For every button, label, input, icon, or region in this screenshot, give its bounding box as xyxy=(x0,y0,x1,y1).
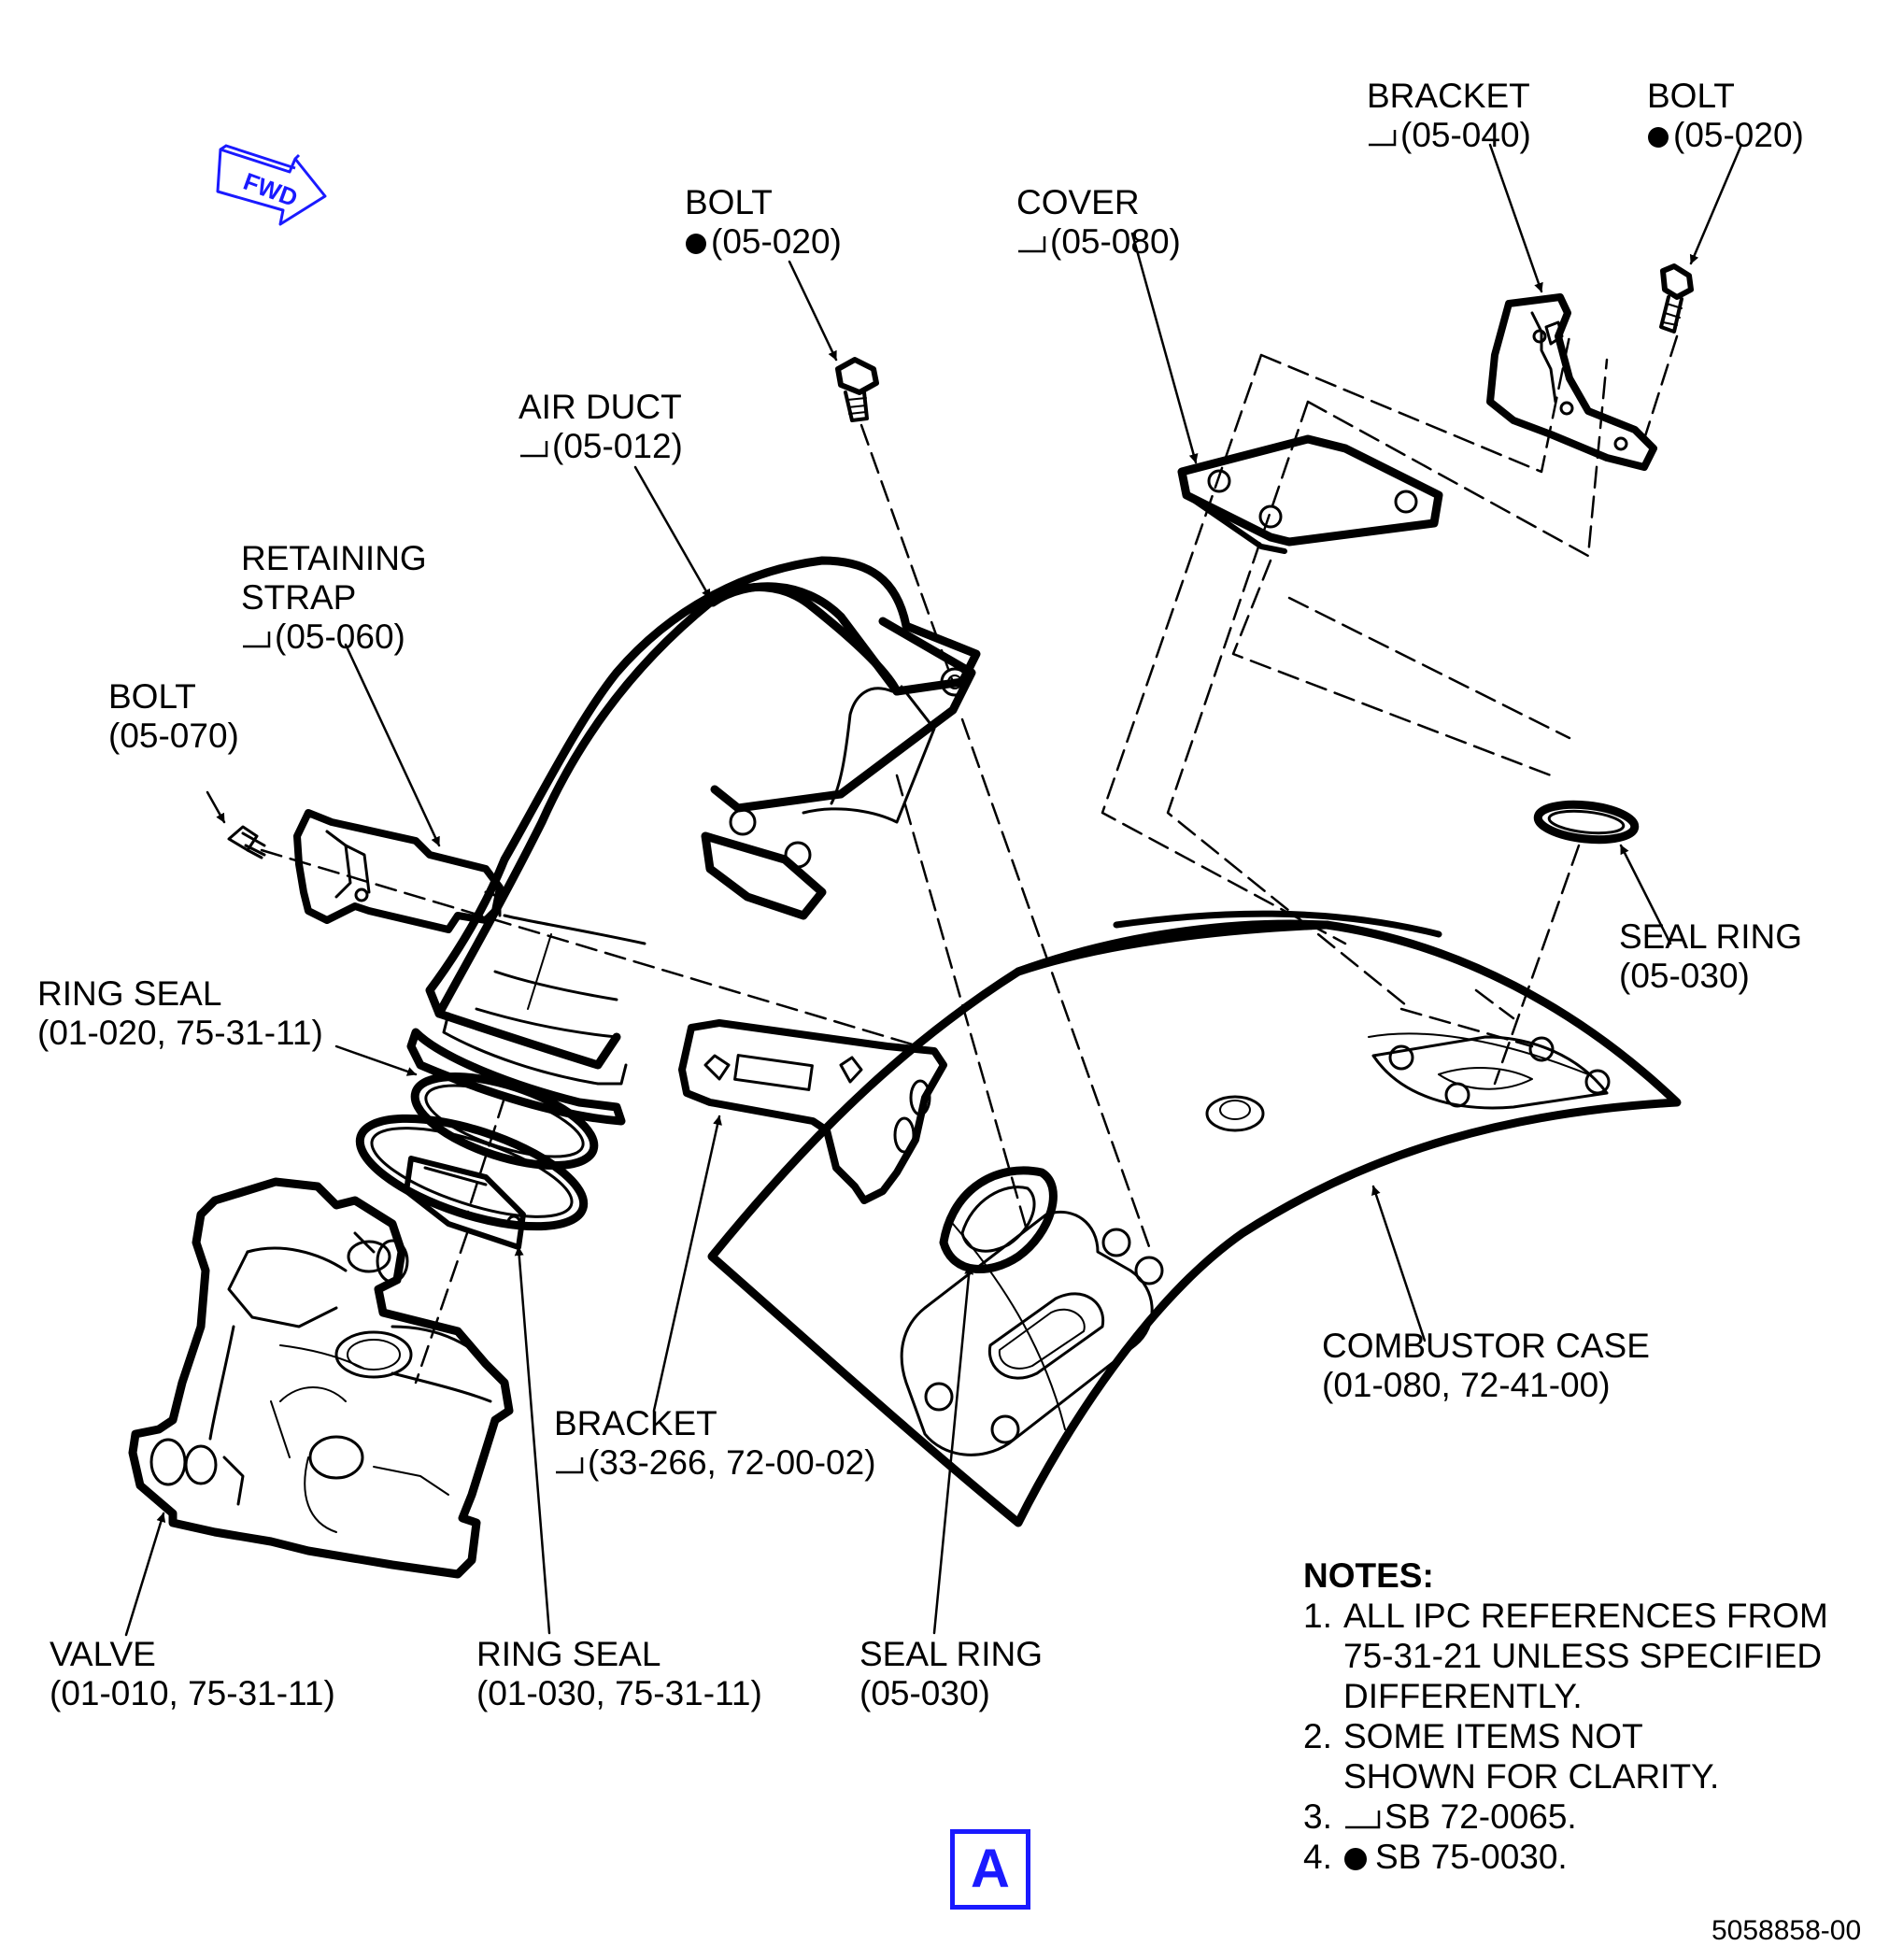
triangle-note-icon xyxy=(243,632,271,648)
leader-lines xyxy=(124,143,1743,1637)
bolt-top-right-part xyxy=(1659,263,1694,334)
note-3: 3. SB 72-0065. xyxy=(1303,1797,1577,1836)
label-air-duct: AIR DUCT (05-012) xyxy=(518,388,683,465)
note-2: 2. SOME ITEMS NOT SHOWN FOR CLARITY. xyxy=(1303,1717,1720,1796)
notes-heading: NOTES: xyxy=(1303,1556,1434,1595)
label-seal-ring-right: SEAL RING (05-030) xyxy=(1619,917,1803,995)
view-label-box: A xyxy=(950,1829,1030,1910)
bracket-bottom xyxy=(678,1019,947,1204)
label-bracket-bottom: BRACKET (33-266, 72-00-02) xyxy=(554,1404,876,1482)
note-1: 1. ALL IPC REFERENCES FROM 75-31-21 UNLE… xyxy=(1303,1597,1828,1715)
triangle-note-icon xyxy=(1369,130,1397,147)
label-seal-ring-bottom: SEAL RING (05-030) xyxy=(859,1635,1044,1712)
label-ring-seal-lower: RING SEAL (01-030, 75-31-11) xyxy=(476,1635,762,1712)
label-cover: COVER (05-080) xyxy=(1016,183,1181,261)
seal-ring-bottom xyxy=(939,1166,1058,1273)
label-valve: VALVE (01-010, 75-31-11) xyxy=(50,1635,335,1712)
bracket-top xyxy=(1486,293,1657,471)
dot-note-icon xyxy=(1648,127,1669,149)
retaining-strap xyxy=(293,809,504,933)
dot-note-icon xyxy=(686,234,706,255)
label-bracket-top: BRACKET (05-040) xyxy=(1367,77,1531,154)
label-combustor-case: COMBUSTOR CASE (01-080, 72-41-00) xyxy=(1322,1327,1650,1404)
label-bolt-left: BOLT (05-070) xyxy=(108,677,239,755)
bolt-center-part xyxy=(835,357,879,422)
label-bolt-center: BOLT (05-020) xyxy=(685,183,842,261)
dot-note-icon xyxy=(1344,1848,1367,1871)
seal-ring-right xyxy=(1533,800,1640,845)
triangle-note-icon xyxy=(556,1457,584,1474)
valve xyxy=(128,1177,514,1579)
triangle-note-icon xyxy=(1345,1811,1381,1829)
assembly-lines xyxy=(260,334,1679,1385)
fwd-arrow-icon: FWD xyxy=(216,144,327,226)
ring-seal-lower xyxy=(355,1114,589,1250)
combustor-case xyxy=(707,910,1682,1527)
triangle-note-icon xyxy=(1018,236,1046,253)
label-retaining-strap: RETAINING STRAP (05-060) xyxy=(241,539,427,656)
note-4: 4. SB 75-0030. xyxy=(1303,1838,1568,1876)
bolt-left-part xyxy=(227,825,266,859)
label-bolt-top-right: BOLT (05-020) xyxy=(1647,77,1804,154)
label-ring-seal-upper: RING SEAL (01-020, 75-31-11) xyxy=(37,974,323,1052)
triangle-note-icon xyxy=(520,441,548,458)
air-duct xyxy=(406,556,981,1126)
document-number: 5058858-00 xyxy=(1711,1915,1862,1946)
notes-block: NOTES: 1. ALL IPC REFERENCES FROM 75-31-… xyxy=(1303,1555,1828,1877)
cover xyxy=(1177,434,1443,554)
